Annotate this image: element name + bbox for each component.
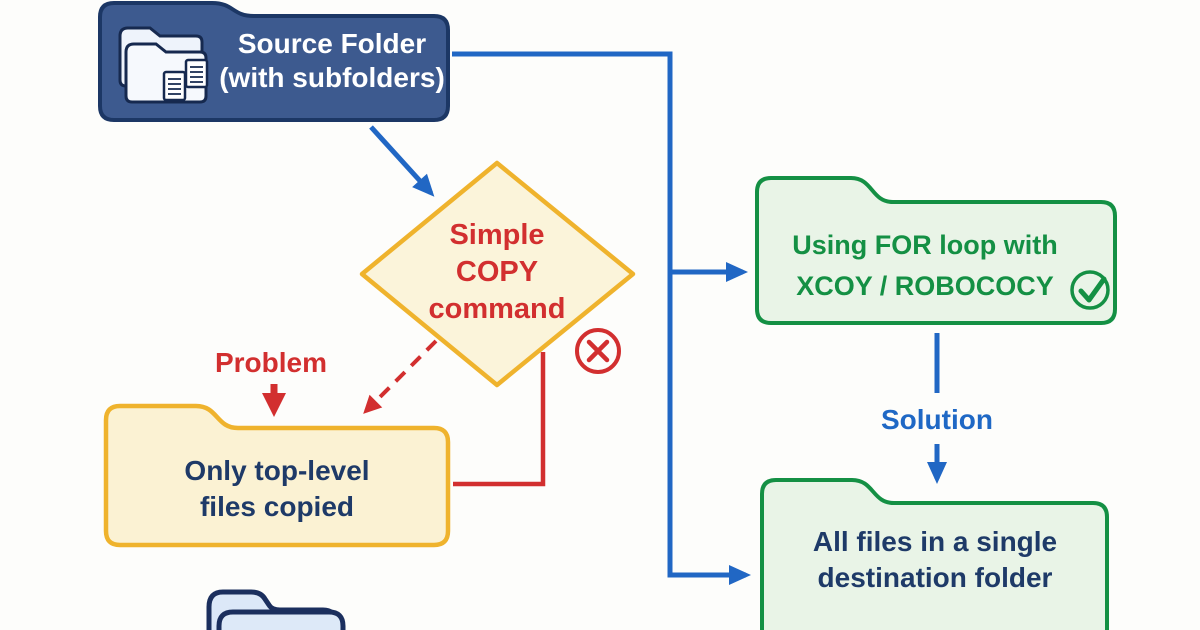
destination-result-line1: All files in a single <box>812 526 1058 557</box>
main-flow-connector <box>452 51 751 585</box>
top-level-result-line2: files copied <box>199 491 355 522</box>
for-loop-method-line2: XCOY / ROBOCOCY <box>796 271 1054 301</box>
top-level-result-line1: Only top-level <box>184 455 370 486</box>
arrow-source-to-decision <box>369 125 435 197</box>
copy-decision-line2: COPY <box>455 256 539 288</box>
folder-stack-icon <box>118 26 209 104</box>
copy-decision-label: Simple COPY command <box>397 217 597 328</box>
error-cross-icon <box>575 328 621 374</box>
top-level-result-label: Only top-level files copied <box>117 453 437 525</box>
for-loop-method-node <box>755 176 1117 325</box>
for-loop-method-label: Using FOR loop with XCOY / ROBOCOCY <box>770 225 1080 307</box>
error-result-connector <box>453 352 546 487</box>
top-level-result-node <box>103 403 451 548</box>
copy-decision-line1: Simple <box>449 219 545 251</box>
for-loop-method-line1: Using FOR loop with <box>792 230 1058 260</box>
dashed-problem-arrow <box>363 339 438 414</box>
document-icon <box>162 70 187 102</box>
partial-folder-icon <box>206 589 346 630</box>
problem-label: Problem <box>214 347 328 378</box>
source-folder-label: Source Folder (with subfolders) <box>218 27 446 95</box>
destination-result-node <box>760 478 1109 630</box>
destination-result-line2: destination folder <box>817 562 1053 593</box>
copy-decision-diamond <box>359 160 636 388</box>
document-icon <box>184 58 209 89</box>
copy-decision-line3: command <box>428 293 566 325</box>
source-folder-line2: (with subfolders) <box>219 62 445 93</box>
source-folder-line1: Source Folder <box>237 28 427 59</box>
destination-result-label: All files in a single destination folder <box>775 524 1095 596</box>
success-check-icon <box>1070 270 1110 310</box>
solution-label: Solution <box>881 404 993 435</box>
